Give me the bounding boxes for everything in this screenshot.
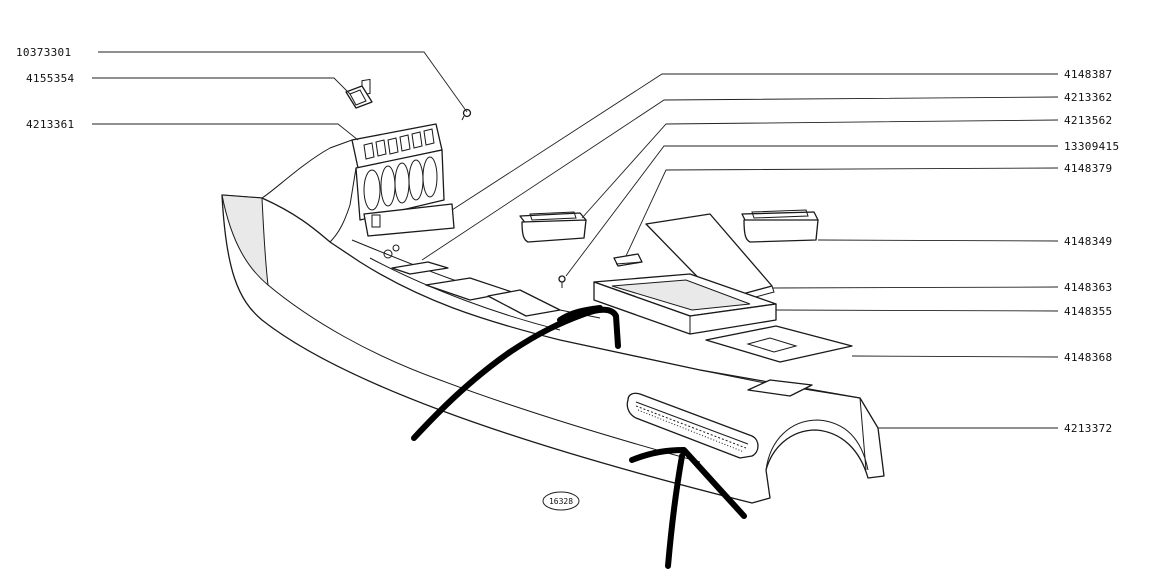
arrow-left-head <box>557 305 603 323</box>
label-4155354: 4155354 <box>26 72 75 85</box>
label-4148387: 4148387 <box>1064 68 1112 81</box>
label-4148368: 4148368 <box>1064 351 1112 364</box>
label-4213372: 4213372 <box>1064 422 1112 435</box>
arrow-left <box>411 306 621 441</box>
pin-13309415 <box>558 275 566 288</box>
arrow-bottom <box>629 447 747 569</box>
clip-4155354 <box>345 85 373 109</box>
tray-4148355 <box>593 273 777 335</box>
cap-left <box>519 211 587 243</box>
pad-4148379 <box>613 253 643 267</box>
figure-number-badge: 16328 <box>542 491 580 511</box>
badge-strip <box>626 392 759 459</box>
label-4213562: 4213562 <box>1064 114 1112 127</box>
annotation-arrows <box>411 305 747 569</box>
part-labels: 10373301 4155354 4213361 4148387 4213362… <box>16 46 1119 435</box>
screw-10373301 <box>461 108 472 121</box>
label-13309415: 13309415 <box>1064 140 1119 153</box>
vent-assembly <box>349 78 455 237</box>
cap-right-4148349 <box>741 209 819 243</box>
label-4148349: 4148349 <box>1064 235 1112 248</box>
figure-number: 16328 <box>549 497 573 506</box>
label-4148355: 4148355 <box>1064 305 1112 318</box>
label-10373301: 10373301 <box>16 46 71 59</box>
frame-4148368 <box>705 325 853 363</box>
label-4213362: 4213362 <box>1064 91 1112 104</box>
console-body <box>221 139 885 504</box>
label-4148363: 4148363 <box>1064 281 1112 294</box>
leader-lines <box>92 51 1059 429</box>
label-4148379: 4148379 <box>1064 162 1112 175</box>
label-4213361: 4213361 <box>26 118 74 131</box>
